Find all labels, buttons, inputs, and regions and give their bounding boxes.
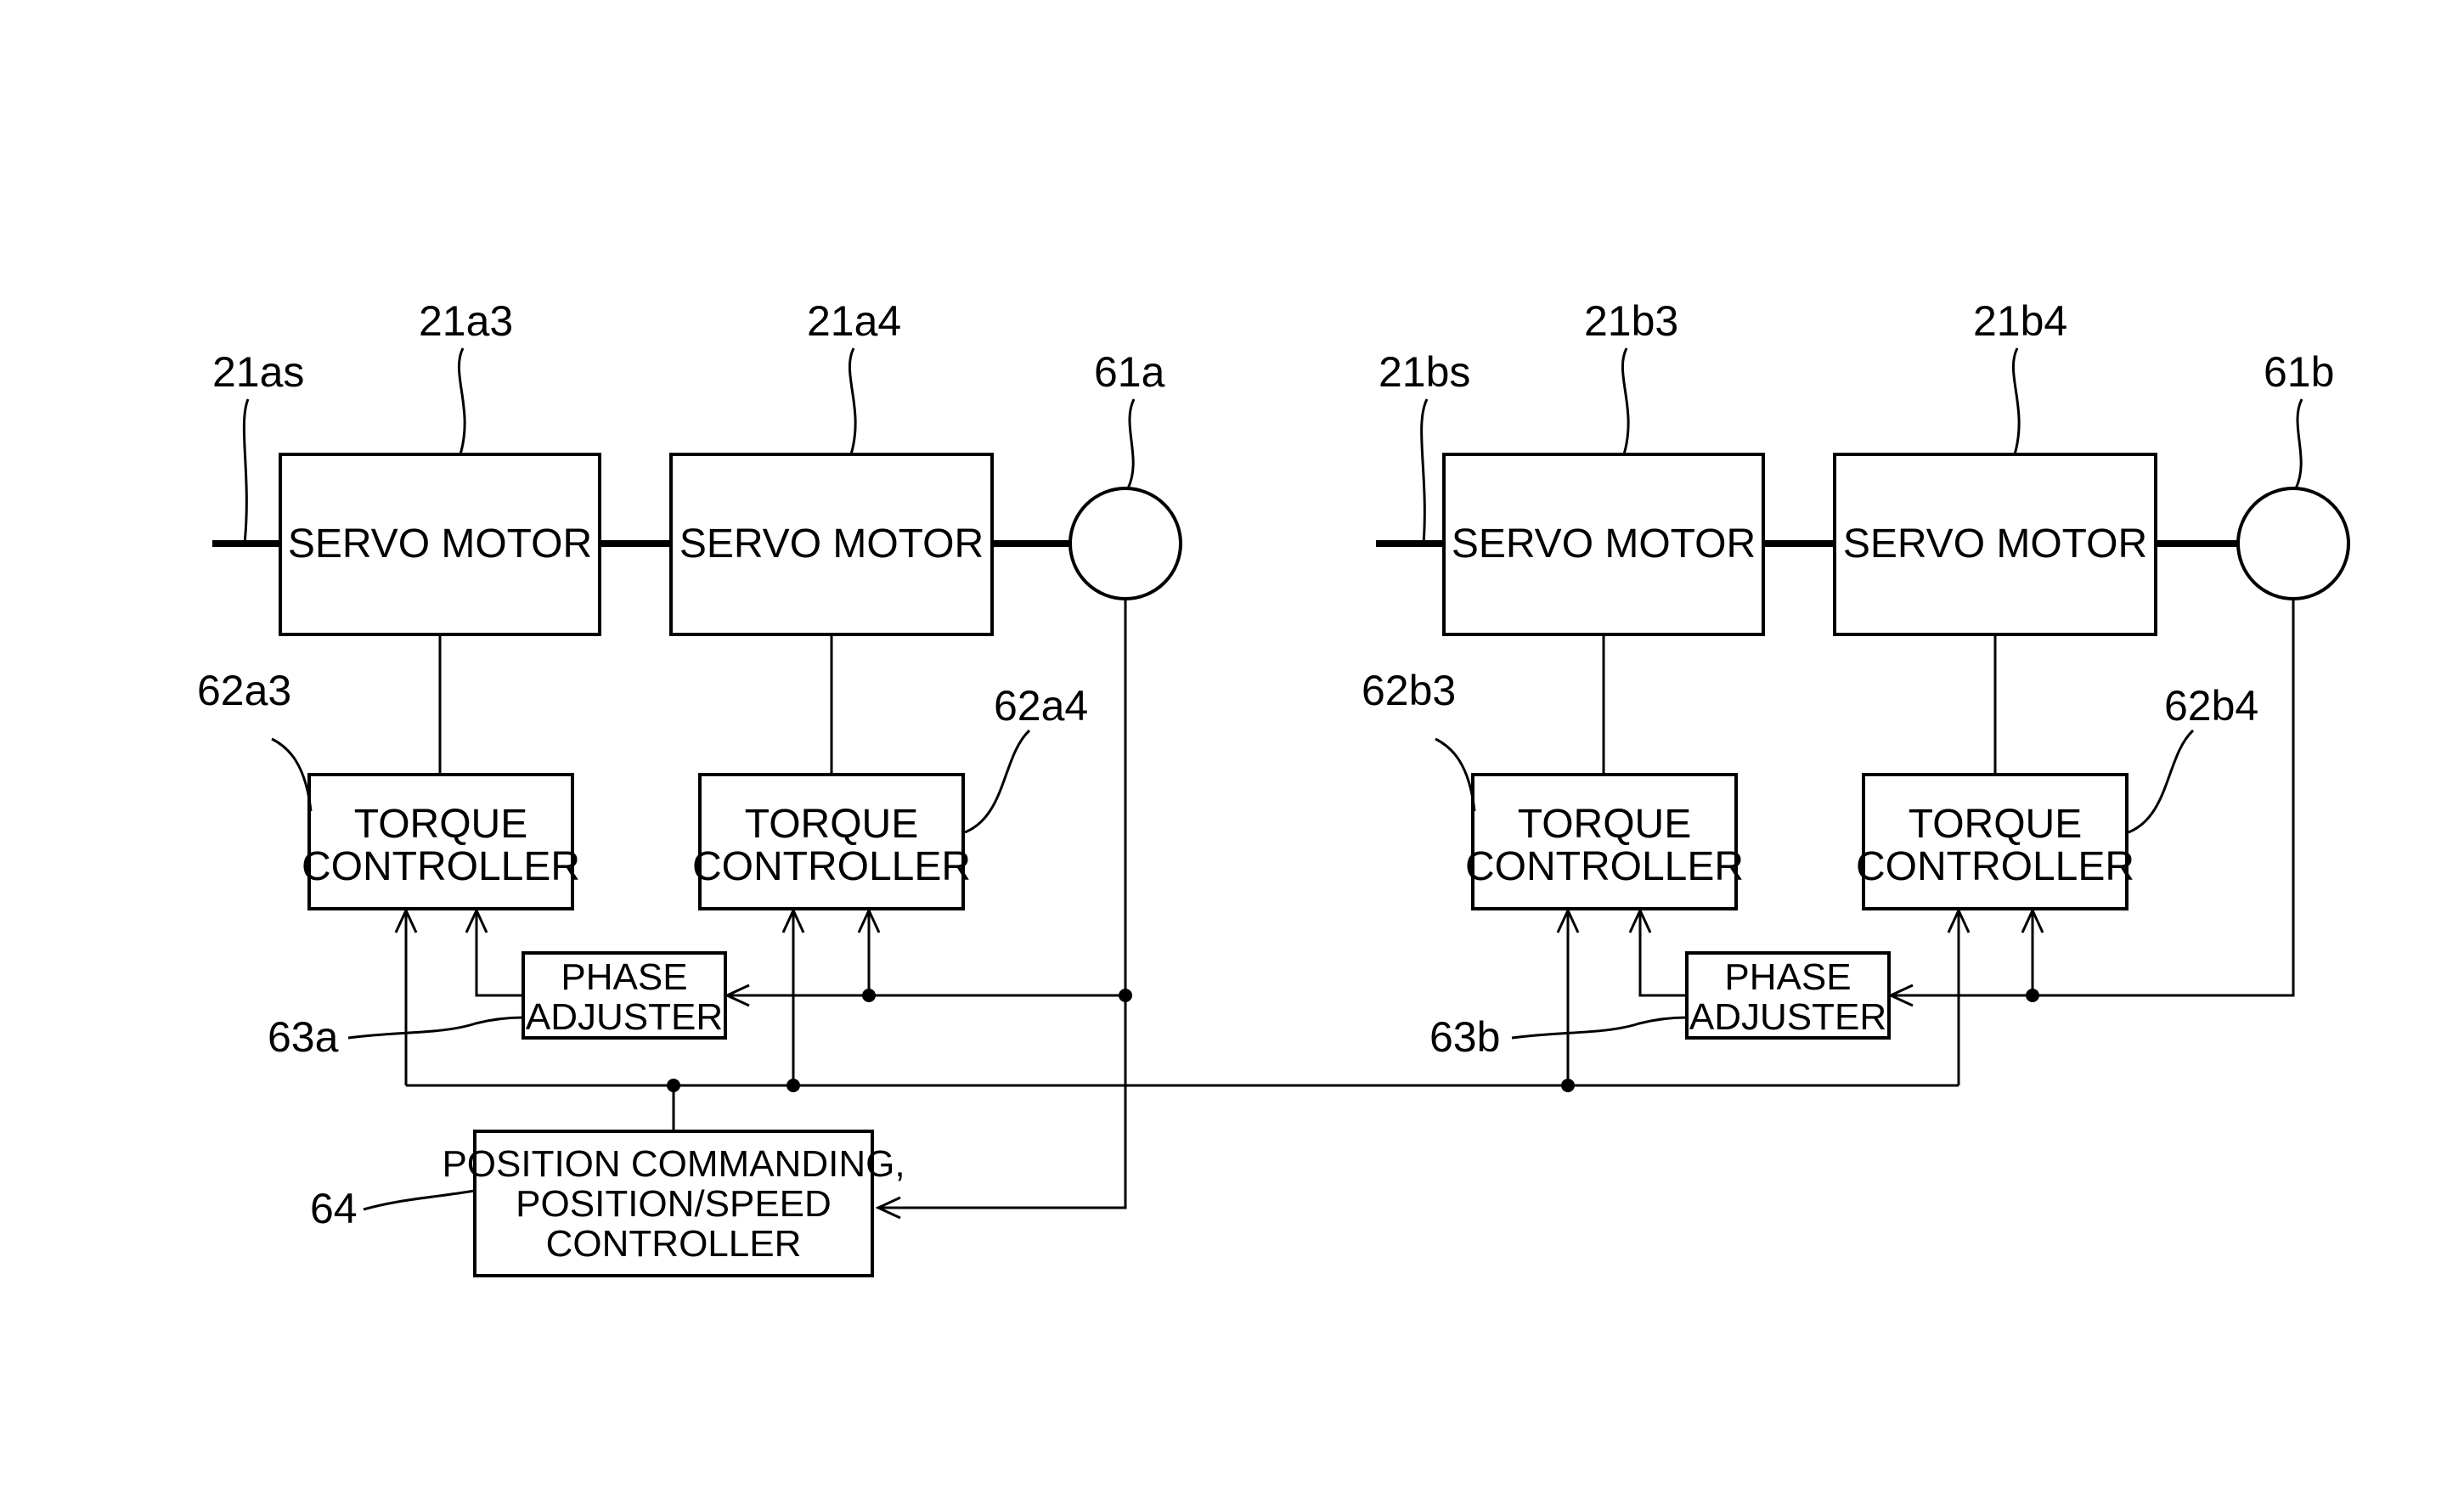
- ref-21b4: 21b4: [1973, 297, 2067, 345]
- position-label-line3: CONTROLLER: [546, 1223, 802, 1265]
- servo-motor-21a3: SERVO MOTOR: [280, 454, 600, 634]
- torque-label-line2: CONTROLLER: [302, 844, 580, 889]
- torque-label-line1: TORQUE: [354, 802, 527, 847]
- ref-62b3: 62b3: [1362, 667, 1456, 714]
- encoder-61a: [1070, 488, 1181, 599]
- servo-motor-21b3: SERVO MOTOR: [1444, 454, 1763, 634]
- torque-controller-62b4: TORQUE CONTROLLER: [1856, 775, 2134, 909]
- leader-63a: [348, 1017, 523, 1038]
- leader-21b4: [2013, 348, 2019, 454]
- ref-21bs: 21bs: [1379, 348, 1470, 396]
- ref-61b: 61b: [2264, 348, 2334, 396]
- leader-21a3: [459, 348, 465, 454]
- servo-motor-label: SERVO MOTOR: [679, 521, 984, 566]
- leader-21b3: [1622, 348, 1628, 454]
- servo-motor-21b4: SERVO MOTOR: [1835, 454, 2156, 634]
- servo-motor-label: SERVO MOTOR: [288, 521, 592, 566]
- leader-61a: [1128, 399, 1134, 488]
- ref-21b3: 21b3: [1584, 297, 1678, 345]
- ref-21a3: 21a3: [419, 297, 513, 345]
- leader-62b3: [1435, 739, 1474, 811]
- torque-controller-62a3: TORQUE CONTROLLER: [302, 775, 580, 909]
- leader-62a4: [965, 730, 1029, 832]
- position-controller-64: POSITION COMMANDING, POSITION/SPEED CONT…: [442, 1131, 905, 1276]
- torque-label-line1: TORQUE: [1909, 802, 2082, 847]
- servo-motor-label: SERVO MOTOR: [1452, 521, 1756, 566]
- junction-dot: [1119, 989, 1132, 1002]
- torque-controller-62a4: TORQUE CONTROLLER: [692, 775, 971, 909]
- torque-label-line2: CONTROLLER: [1856, 844, 2134, 889]
- torque-label-line2: CONTROLLER: [692, 844, 971, 889]
- torque-label-line1: TORQUE: [1518, 802, 1691, 847]
- junction-dot: [862, 989, 876, 1002]
- leader-64: [364, 1191, 475, 1209]
- phase-adjuster-63b: PHASE ADJUSTER: [1687, 953, 1889, 1038]
- ref-21a4: 21a4: [807, 297, 901, 345]
- torque-label-line1: TORQUE: [745, 802, 918, 847]
- junction-dot: [787, 1079, 800, 1092]
- ref-62b4: 62b4: [2164, 682, 2258, 730]
- leader-21as: [244, 399, 248, 544]
- ref-63b: 63b: [1429, 1013, 1500, 1061]
- servo-motor-21a4: SERVO MOTOR: [671, 454, 992, 634]
- position-label-line2: POSITION/SPEED: [516, 1183, 832, 1225]
- phase-label-line2: ADJUSTER: [526, 996, 723, 1038]
- leader-63b: [1512, 1017, 1687, 1038]
- junction-dot: [2026, 989, 2039, 1002]
- ref-63a: 63a: [268, 1013, 339, 1061]
- position-label-line1: POSITION COMMANDING,: [442, 1143, 905, 1185]
- torque-controller-62b3: TORQUE CONTROLLER: [1465, 775, 1744, 909]
- leader-21a4: [849, 348, 855, 454]
- torque-label-line2: CONTROLLER: [1465, 844, 1744, 889]
- ref-21as: 21as: [212, 348, 304, 396]
- phase-adjuster-63a: PHASE ADJUSTER: [523, 953, 725, 1038]
- leader-62b4: [2129, 730, 2193, 832]
- ref-61a: 61a: [1094, 348, 1165, 396]
- ref-62a3: 62a3: [197, 667, 291, 714]
- junction-dot: [667, 1079, 680, 1092]
- servo-motor-label: SERVO MOTOR: [1843, 521, 2147, 566]
- leader-21bs: [1422, 399, 1427, 544]
- encoder-61b: [2238, 488, 2348, 599]
- leader-61b: [2296, 399, 2302, 488]
- ref-64: 64: [310, 1185, 358, 1232]
- phase-label-line1: PHASE: [561, 956, 687, 998]
- ref-62a4: 62a4: [994, 682, 1088, 730]
- leader-62a3: [272, 739, 311, 811]
- phase-label-line2: ADJUSTER: [1689, 996, 1886, 1038]
- junction-dot: [1561, 1079, 1575, 1092]
- phase-label-line1: PHASE: [1724, 956, 1851, 998]
